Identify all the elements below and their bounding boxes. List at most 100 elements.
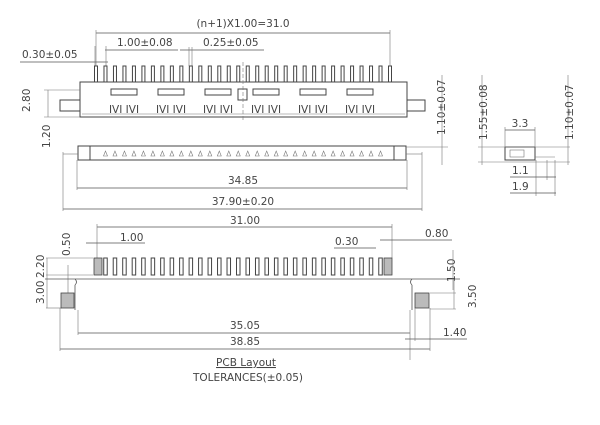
- inner-length-label: 34.85: [228, 175, 258, 187]
- window: [252, 88, 280, 96]
- contact: [188, 150, 194, 157]
- pcb-pad: [264, 257, 269, 276]
- pin: [169, 65, 174, 83]
- contact: [311, 150, 317, 157]
- contact: [226, 150, 232, 157]
- pcb-pad: [378, 257, 383, 276]
- window-label: IVI IVI: [156, 104, 186, 116]
- contact: [131, 150, 137, 157]
- window: [157, 88, 185, 96]
- side-body: [504, 146, 536, 161]
- contact: [359, 150, 364, 157]
- pcb-mount-height-label: 3.50: [467, 285, 479, 308]
- window: [346, 88, 374, 96]
- pin: [245, 65, 250, 83]
- contact: [378, 150, 383, 157]
- bottom-contacts: [103, 150, 383, 157]
- pin: [131, 65, 136, 83]
- pin: [340, 65, 345, 83]
- pin: [274, 65, 279, 83]
- pin: [388, 65, 392, 83]
- contact: [273, 150, 279, 157]
- pcb-pad: [207, 257, 213, 276]
- contact: [169, 150, 175, 157]
- contact: [349, 150, 355, 157]
- pin-offset-label: 0.30±0.05: [22, 49, 78, 61]
- pcb-pad: [245, 257, 250, 276]
- pcb-pad: [330, 257, 336, 276]
- pcb-pad: [188, 257, 194, 276]
- pcb-pad: [340, 257, 345, 276]
- contact: [235, 150, 241, 157]
- right-tab: [406, 99, 426, 112]
- pcb-end-pad-label: 0.80: [425, 228, 448, 240]
- pcb-layout-title: PCB Layout: [216, 357, 276, 369]
- side-view: 1.55±0.08 1.10±0.07 3.3 1.1 1.9: [478, 75, 576, 196]
- lead-1-label: 1.1: [512, 165, 529, 177]
- overall-length-label: 37.90±0.20: [212, 196, 274, 208]
- pcb-pad: [93, 257, 103, 276]
- pin: [179, 65, 184, 83]
- contact: [122, 150, 127, 157]
- pcb-pad: [112, 257, 118, 276]
- contact: [140, 150, 146, 157]
- pin: [217, 65, 222, 83]
- pin: [359, 65, 364, 83]
- pin: [255, 65, 260, 83]
- pcb-pad: [383, 257, 393, 276]
- pcb-outer-span-label: 38.85: [230, 336, 260, 348]
- pin: [264, 65, 269, 83]
- pcb-inner-span-label: 35.05: [230, 320, 260, 332]
- pcb-pad: [359, 257, 364, 276]
- pcb-mount-offset-label: 3.00: [35, 281, 47, 304]
- pcb-pad: [292, 257, 298, 276]
- pin: [293, 65, 298, 83]
- mount-pad-right: [414, 292, 430, 309]
- contact: [207, 150, 213, 157]
- pcb-pad: [273, 257, 279, 276]
- pcb-pads: [93, 257, 393, 276]
- bottom-view: 34.85 37.90±0.20: [62, 145, 448, 211]
- pcb-pad: [283, 257, 288, 276]
- pcb-pad: [368, 257, 374, 276]
- contact: [340, 150, 346, 157]
- pitch-total-label: (n+1)X1.00=31.0: [196, 18, 289, 30]
- pcb-pad: [236, 257, 241, 276]
- pin: [302, 65, 307, 83]
- mount-pad-left: [60, 292, 75, 309]
- pin: [103, 65, 108, 83]
- contact: [112, 150, 118, 157]
- contact: [264, 150, 270, 157]
- pin: [207, 65, 212, 83]
- pcb-pad: [160, 257, 165, 276]
- pcb-pad: [254, 257, 260, 276]
- pcb-offset-label: 0.50: [61, 233, 73, 256]
- contact: [103, 150, 108, 157]
- window-label: IVI IVI: [251, 104, 281, 116]
- contact: [330, 150, 336, 157]
- pitch-label: 1.00±0.08: [117, 37, 173, 49]
- pin: [369, 65, 374, 83]
- window: [110, 88, 138, 96]
- contact: [197, 150, 203, 157]
- contact: [216, 150, 222, 157]
- pcb-pad: [217, 257, 222, 276]
- contact: [292, 150, 298, 157]
- height-label: 2.80: [21, 89, 33, 112]
- window-label: IVI IVI: [298, 104, 328, 116]
- pin: [236, 65, 241, 83]
- pcb-pad: [198, 257, 203, 276]
- pin: [160, 65, 165, 83]
- pcb-pad-width-label: 0.30: [335, 236, 358, 248]
- left-tab: [59, 99, 81, 112]
- window-label: IVI IVI: [109, 104, 139, 116]
- contact: [321, 150, 327, 157]
- pcb-pad: [349, 257, 355, 276]
- pcb-span-label: 31.00: [230, 215, 260, 227]
- contact: [283, 150, 289, 157]
- pcb-pad-height-label: 1.50: [446, 259, 458, 282]
- pcb-pad: [103, 257, 108, 276]
- window-label: IVI IVI: [345, 104, 375, 116]
